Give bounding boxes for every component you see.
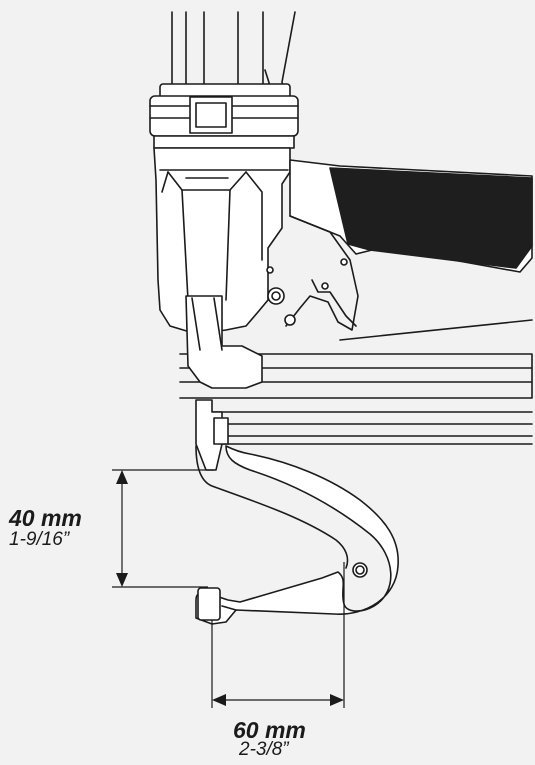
top-column [171, 11, 296, 93]
height-dimension-metric: 40 mm [9, 505, 82, 531]
dimension-arrow [112, 469, 345, 708]
magazine-rails [179, 353, 533, 445]
height-dimension-imperial: 1-9/16” [9, 529, 70, 550]
tool-body [153, 147, 291, 333]
width-dimension-metric: 60 mm [233, 717, 306, 743]
cylinder-cap [149, 83, 299, 149]
width-dimension-imperial: 2-3/8” [239, 739, 289, 760]
anvil-arm [195, 445, 399, 625]
nose-piece [185, 295, 263, 471]
handle [266, 159, 533, 341]
